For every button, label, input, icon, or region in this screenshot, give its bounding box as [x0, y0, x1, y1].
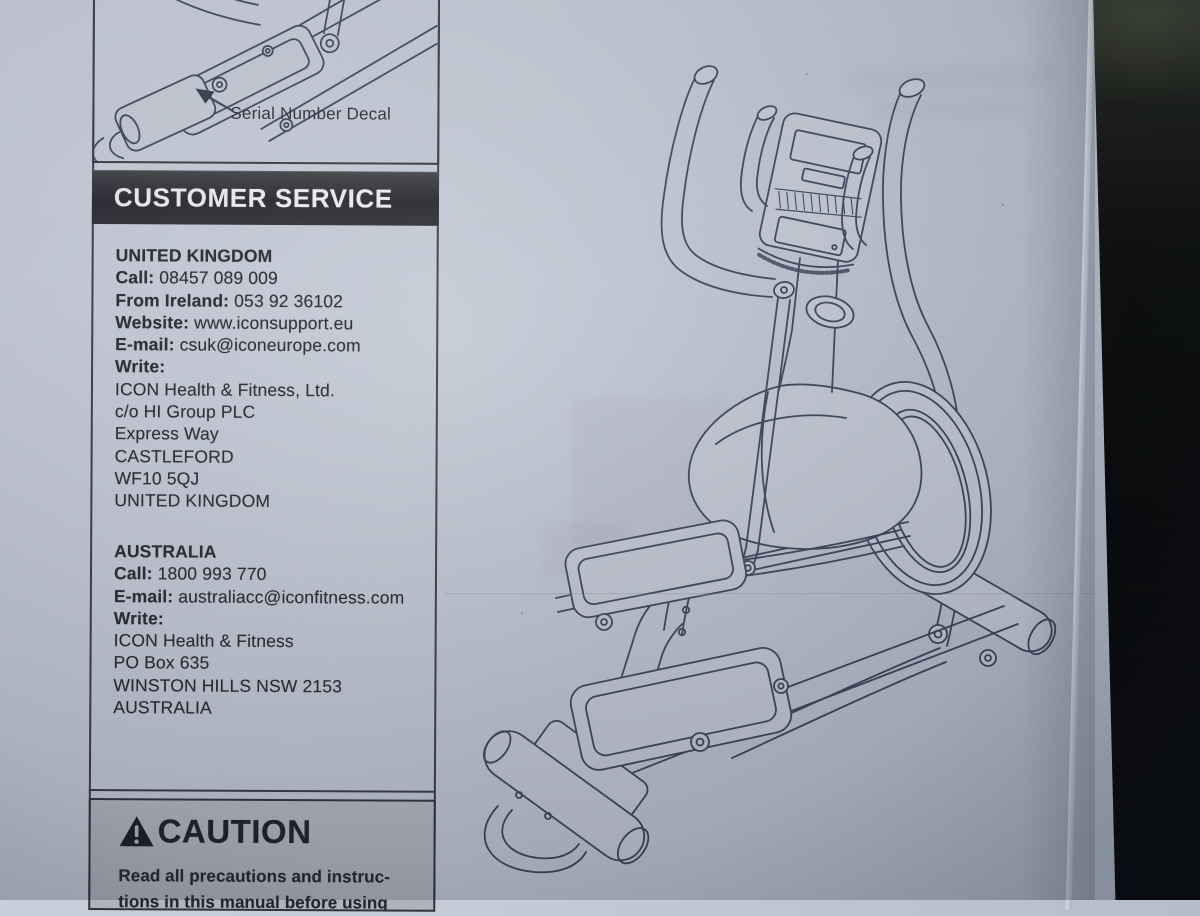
caution-heading: CAUTION: [119, 812, 312, 851]
uk-website-line: Website:www.iconsupport.eu: [115, 312, 354, 334]
uk-address-line: c/o HI Group PLC: [114, 401, 256, 422]
caution-title: CAUTION: [157, 812, 312, 851]
uk-call-line: Call:08457 089 009: [115, 267, 279, 289]
uk-address-line: ICON Health & Fitness, Ltd.: [114, 378, 335, 401]
uk-ireland-line: From Ireland:053 92 36102: [115, 289, 344, 311]
caution-text-line2: tions in this manual before using: [118, 892, 388, 912]
uk-address-line: CASTLEFORD: [114, 445, 234, 467]
customer-service-title: CUSTOMER SERVICE: [113, 182, 393, 214]
au-address-line: PO Box 635: [113, 652, 210, 674]
uk-heading: UNITED KINGDOM: [115, 245, 273, 266]
uk-email-line: E-mail:csuk@iconeurope.com: [115, 334, 361, 356]
elliptical-trainer-illustration: [482, 65, 1057, 874]
au-call-line: Call:1800 993 770: [113, 563, 267, 585]
au-write-line: Write:: [113, 608, 164, 629]
serial-decal-box: [92, 0, 441, 165]
customer-service-header: CUSTOMER SERVICE: [91, 169, 440, 226]
serial-decal-illustration: [94, 0, 438, 163]
uk-contact-block: UNITED KINGDOM Call:08457 089 009 From I…: [114, 244, 427, 513]
caution-box: CAUTION Read all precautions and instruc…: [88, 797, 436, 912]
uk-address-line: Express Way: [114, 423, 219, 445]
warning-triangle-icon: [119, 816, 154, 847]
au-address-line: ICON Health & Fitness: [113, 630, 294, 652]
au-email-line: E-mail:australiacc@iconfitness.com: [113, 585, 405, 608]
au-address-line: WINSTON HILLS NSW 2153: [113, 674, 343, 697]
uk-address-line: UNITED KINGDOM: [114, 490, 271, 512]
uk-address-line: WF10 5QJ: [114, 468, 200, 489]
contact-box-bottom-border: [88, 788, 436, 793]
serial-number-label: Serial Number Decal: [230, 103, 392, 124]
au-address-line: AUSTRALIA: [113, 697, 212, 718]
australia-heading: AUSTRALIA: [114, 541, 217, 562]
caution-text-line1: Read all precautions and instruc-: [118, 866, 391, 887]
uk-write-line: Write:: [115, 356, 166, 377]
australia-contact-block: AUSTRALIA Call:1800 993 770 E-mail:austr…: [113, 540, 426, 720]
